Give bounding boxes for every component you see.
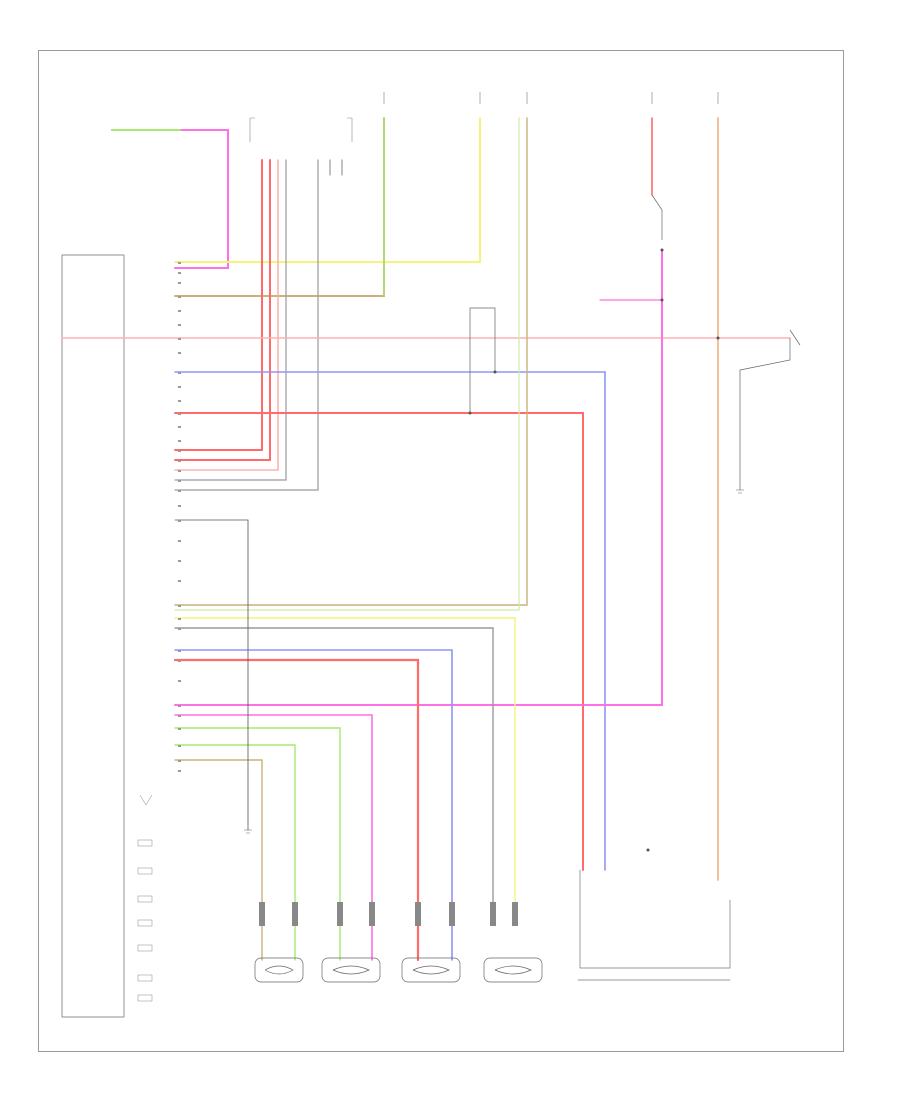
wire-lower-yellow xyxy=(174,617,516,911)
wire-lower-ltgreen xyxy=(174,744,296,961)
wheel-sensor-2 xyxy=(321,957,381,983)
wire-yellow xyxy=(174,117,481,263)
wire-lower-gray xyxy=(174,627,494,911)
abs-module-box xyxy=(61,254,125,1018)
wire-tan-green xyxy=(174,117,385,297)
wheel-sensor-4 xyxy=(483,957,543,983)
sensor-connectors xyxy=(259,902,518,926)
mid-switch-icon xyxy=(469,307,496,318)
wire-red-right xyxy=(174,412,584,871)
lower-box-outline xyxy=(579,869,731,969)
wire-sensor-red-2 xyxy=(174,159,271,461)
wire-pink-right xyxy=(174,249,663,706)
sensor-bracket-left xyxy=(249,117,255,142)
wire-sensor-red-1 xyxy=(174,159,263,451)
wire-ltgreen-fuse2 xyxy=(174,117,520,611)
splices xyxy=(468,248,720,852)
ground-symbols xyxy=(244,489,744,834)
wire-lower-black xyxy=(174,519,249,831)
module-components xyxy=(137,794,153,1002)
wire-blue xyxy=(174,371,606,871)
sensor-bracket-right xyxy=(347,117,353,142)
wire-lower-green xyxy=(174,727,341,961)
module-pins xyxy=(178,262,181,772)
wire-sensor-gray-1 xyxy=(174,159,287,481)
wire-lower-tan xyxy=(174,759,263,961)
wire-sensor-gray-2 xyxy=(174,159,319,491)
wire-pink-data-link xyxy=(111,129,229,269)
wheel-sensors xyxy=(254,957,543,983)
wires xyxy=(61,117,791,981)
wire-sensor-ltred xyxy=(174,159,279,471)
wheel-sensor-1 xyxy=(254,957,304,983)
ground-icon xyxy=(244,829,252,834)
stop-switch-icon xyxy=(651,194,663,240)
diagram-frame xyxy=(38,50,844,1052)
wire-lower-blue xyxy=(174,649,453,961)
switch-symbols xyxy=(469,194,801,371)
fuse-symbols xyxy=(383,92,719,104)
wire-lower-red xyxy=(173,658,420,962)
right-switch-icon xyxy=(739,329,801,371)
wire-lower-pink xyxy=(174,714,373,961)
wheel-sensor-3 xyxy=(401,957,461,983)
wire-tan-fuse2 xyxy=(174,117,528,606)
ground-icon xyxy=(736,489,744,494)
